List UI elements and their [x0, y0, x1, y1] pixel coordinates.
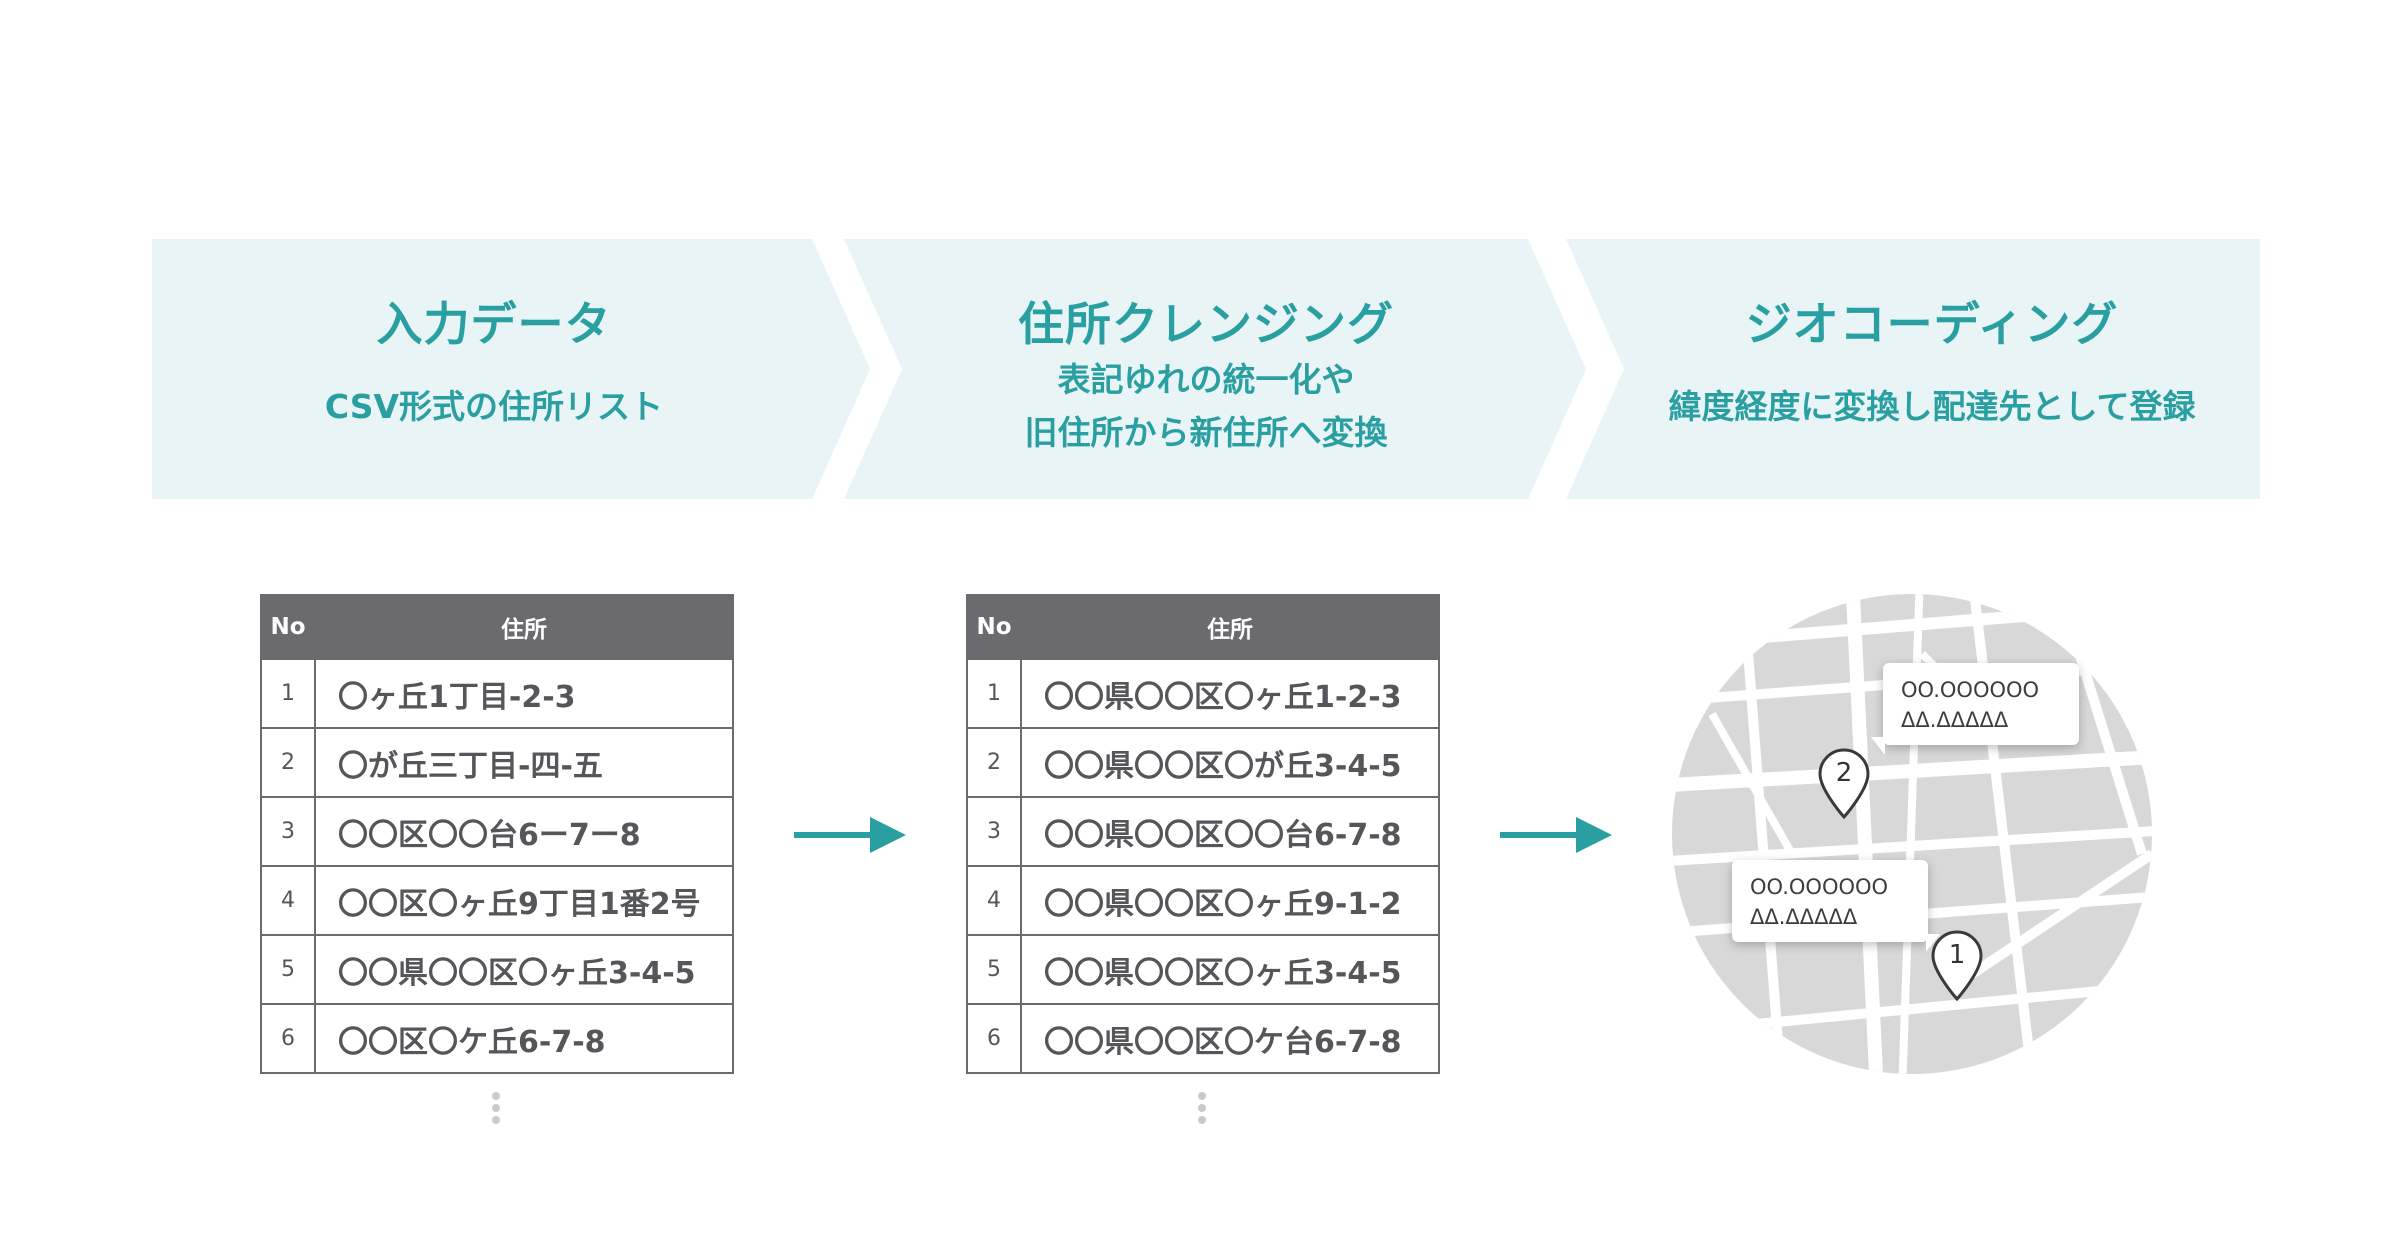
step-desc-cleansing: 表記ゆれの統一化や 旧住所から新住所へ変換 [886, 353, 1526, 459]
row-number: 4 [260, 865, 316, 936]
table-row: 3 〇〇県〇〇区〇〇台6-7-8 [966, 796, 1440, 867]
row-number: 3 [260, 796, 316, 867]
row-address: 〇〇県〇〇区〇〇台6-7-8 [1020, 796, 1440, 867]
row-number: 2 [260, 727, 316, 798]
row-address: 〇〇県〇〇区〇が丘3-4-5 [1020, 727, 1440, 798]
column-header-address: 住所 [314, 594, 734, 660]
row-address: 〇〇区〇〇台6ー7ー8 [314, 796, 734, 867]
map-pin-icon: 2 [1814, 744, 1874, 820]
row-address: 〇〇区〇ケ丘6-7-8 [314, 1003, 734, 1074]
step-title-geocoding: ジオコーディング [1745, 297, 2119, 351]
row-address: 〇〇県〇〇区〇ヶ丘3-4-5 [314, 934, 734, 1005]
row-number: 4 [966, 865, 1022, 936]
latitude-text: OO.OOOOOO [1750, 875, 1889, 899]
row-address: 〇が丘三丁目-四-五 [314, 727, 734, 798]
coordinate-label-1: OO.OOOOOO ΔΔ.ΔΔΔΔΔ [1732, 860, 1940, 952]
table-row: 4 〇〇県〇〇区〇ヶ丘9-1-2 [966, 865, 1440, 936]
row-address: 〇〇県〇〇区〇ヶ丘3-4-5 [1020, 934, 1440, 1005]
row-number: 2 [966, 727, 1022, 798]
table-header-row: No 住所 [260, 594, 734, 660]
table-row: 1 〇〇県〇〇区〇ヶ丘1-2-3 [966, 658, 1440, 729]
table-row: 2 〇が丘三丁目-四-五 [260, 727, 734, 798]
input-address-table: No 住所 1 〇ヶ丘1丁目-2-3 2 〇が丘三丁目-四-五 3 〇〇区〇〇台… [260, 594, 734, 1074]
row-address: 〇ヶ丘1丁目-2-3 [314, 658, 734, 729]
row-address: 〇〇区〇ヶ丘9丁目1番2号 [314, 865, 734, 936]
pin-number: 2 [1835, 758, 1853, 788]
step-desc-line: 表記ゆれの統一化や [1057, 360, 1355, 399]
step-desc-input: CSV形式の住所リスト [174, 380, 814, 433]
table-row: 6 〇〇区〇ケ丘6-7-8 [260, 1003, 734, 1074]
row-number: 6 [260, 1003, 316, 1074]
longitude-text: ΔΔ.ΔΔΔΔΔ [1750, 905, 1858, 929]
table-row: 5 〇〇県〇〇区〇ヶ丘3-4-5 [260, 934, 734, 1005]
step-chevron-cleansing [844, 239, 1586, 499]
column-header-no: No [260, 594, 316, 660]
table-row: 5 〇〇県〇〇区〇ヶ丘3-4-5 [966, 934, 1440, 1005]
map-pin-icon: 1 [1927, 926, 1987, 1002]
column-header-no: No [966, 594, 1022, 660]
step-title-input: 入力データ [376, 297, 612, 351]
cleansed-address-table: No 住所 1 〇〇県〇〇区〇ヶ丘1-2-3 2 〇〇県〇〇区〇が丘3-4-5 … [966, 594, 1440, 1074]
step-desc-line: 緯度経度に変換し配達先として登録 [1668, 387, 2196, 426]
row-number: 5 [966, 934, 1022, 1005]
vertical-ellipsis-icon [1196, 1092, 1208, 1128]
vertical-ellipsis-icon [490, 1092, 502, 1128]
row-number: 5 [260, 934, 316, 1005]
row-number: 1 [966, 658, 1022, 729]
step-title-cleansing: 住所クレンジング [1018, 297, 1394, 351]
step-desc-line: CSV形式の住所リスト [324, 387, 664, 426]
column-header-address: 住所 [1020, 594, 1440, 660]
row-address: 〇〇県〇〇区〇ヶ丘9-1-2 [1020, 865, 1440, 936]
step-chevron-geocoding [1566, 239, 2260, 499]
coordinate-label-2: OO.OOOOOO ΔΔ.ΔΔΔΔΔ [1871, 663, 2079, 755]
right-arrow-icon [1500, 817, 1612, 853]
table-row: 1 〇ヶ丘1丁目-2-3 [260, 658, 734, 729]
pin-number: 1 [1948, 940, 1966, 970]
row-number: 3 [966, 796, 1022, 867]
step-chevron-input [152, 239, 870, 499]
row-address: 〇〇県〇〇区〇ケ台6-7-8 [1020, 1003, 1440, 1074]
longitude-text: ΔΔ.ΔΔΔΔΔ [1901, 708, 2009, 732]
row-address: 〇〇県〇〇区〇ヶ丘1-2-3 [1020, 658, 1440, 729]
right-arrow-icon [794, 817, 906, 853]
latitude-text: OO.OOOOOO [1901, 678, 2040, 702]
row-number: 6 [966, 1003, 1022, 1074]
step-desc-line: 旧住所から新住所へ変換 [1024, 413, 1388, 452]
table-row: 2 〇〇県〇〇区〇が丘3-4-5 [966, 727, 1440, 798]
table-row: 4 〇〇区〇ヶ丘9丁目1番2号 [260, 865, 734, 936]
table-row: 6 〇〇県〇〇区〇ケ台6-7-8 [966, 1003, 1440, 1074]
step-desc-geocoding: 緯度経度に変換し配達先として登録 [1612, 380, 2252, 433]
table-header-row: No 住所 [966, 594, 1440, 660]
table-row: 3 〇〇区〇〇台6ー7ー8 [260, 796, 734, 867]
row-number: 1 [260, 658, 316, 729]
